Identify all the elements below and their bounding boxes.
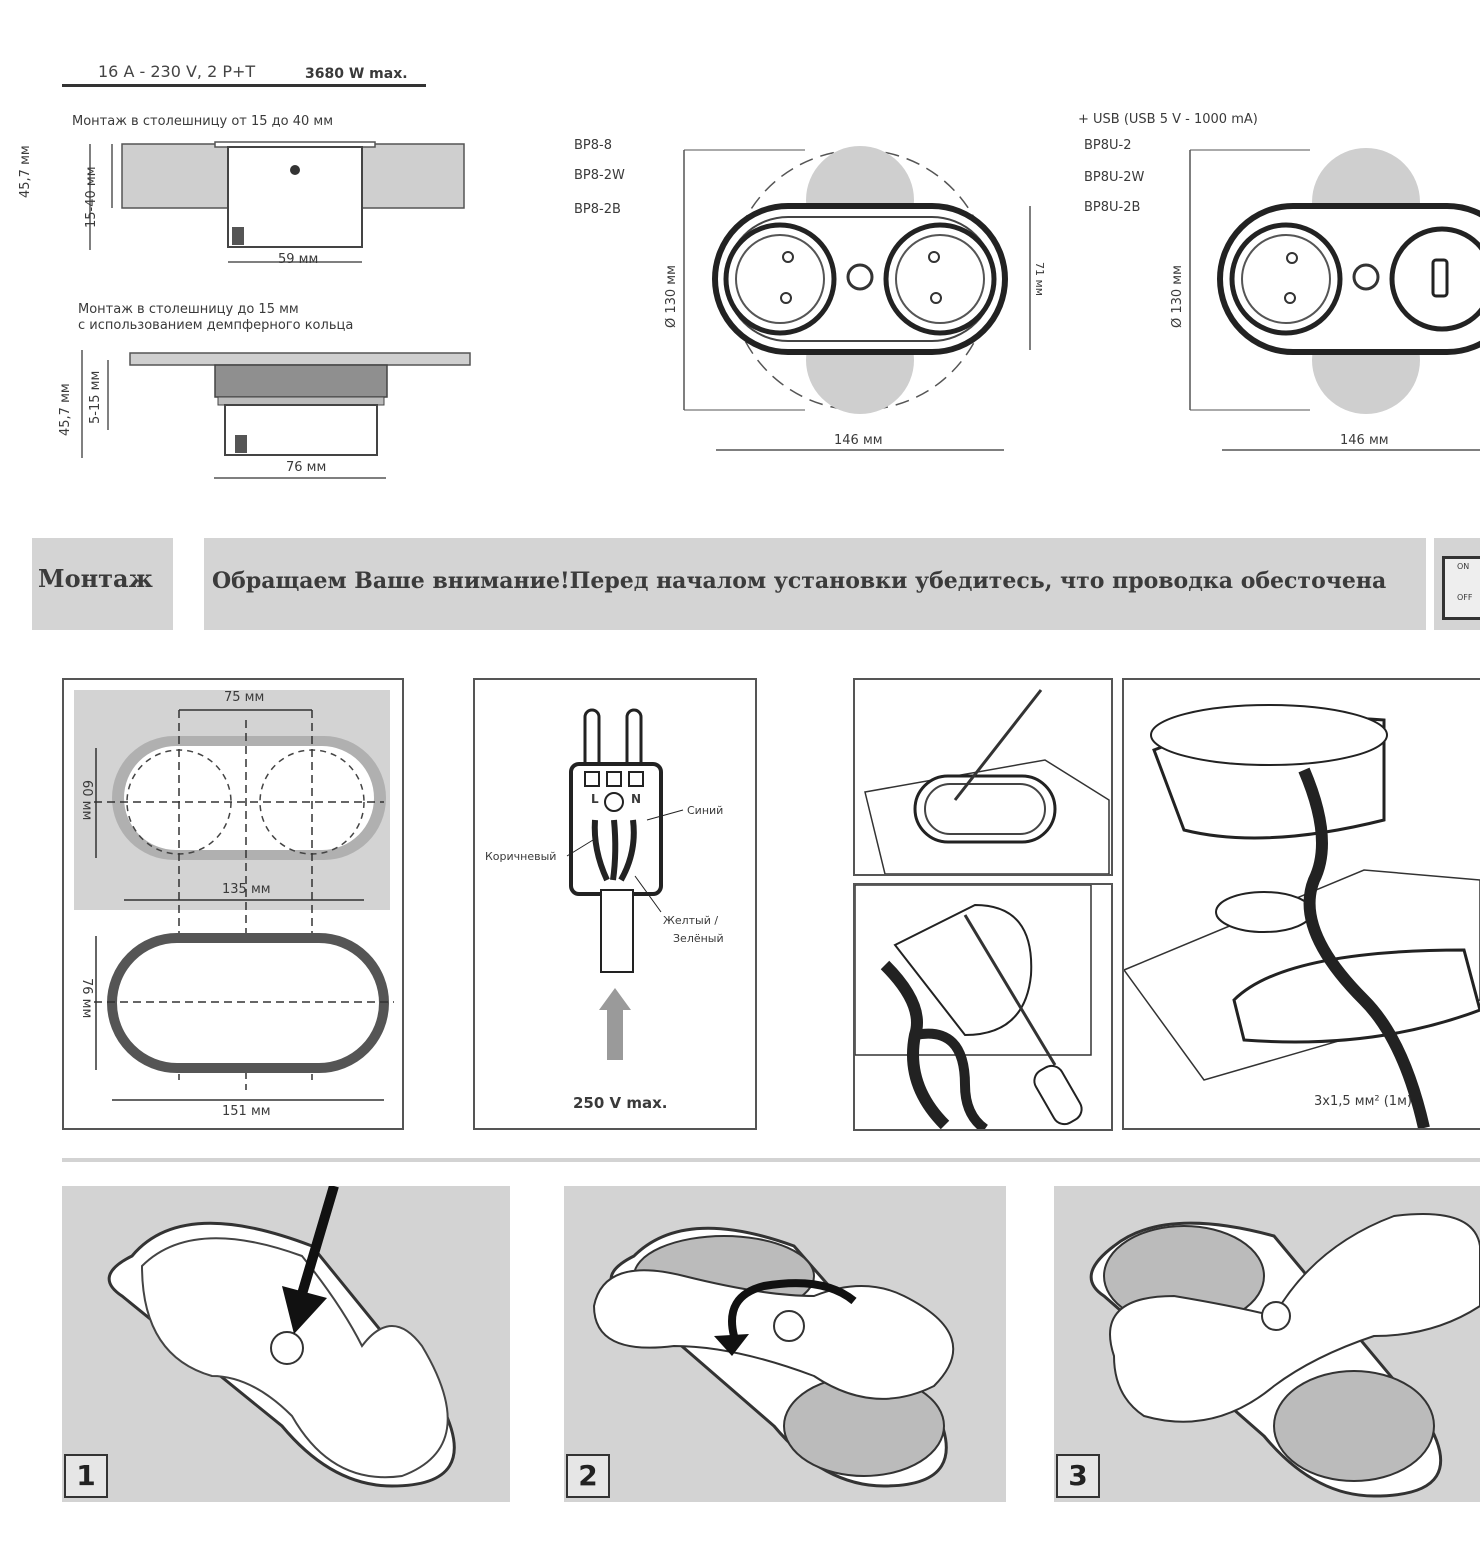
power-text: 3680 W max.: [305, 66, 408, 82]
divider: [62, 1158, 1480, 1162]
power-switch-icon: ON OFF: [1442, 556, 1480, 620]
step-number: 1: [64, 1454, 108, 1498]
model-code: BP8-2B: [574, 202, 621, 217]
switch-box: ON OFF: [1434, 538, 1480, 630]
dim-range-label: 15-40 мм: [84, 166, 99, 228]
install-top-drawing: [89, 141, 465, 263]
dim-total-label: 45,7 мм: [18, 145, 33, 198]
model-code: BP8U-2: [1084, 138, 1132, 153]
section-title: Монтаж: [38, 564, 153, 593]
cutout-dim-75: 75 мм: [224, 690, 265, 705]
installation-drawing: [1124, 704, 1480, 1128]
terminal-n: N: [631, 792, 642, 806]
cutout-panel: 75 мм 60 мм 135 мм 76 мм 151 мм: [62, 678, 404, 1130]
rating-text: 16 A - 230 V, 2 P+T: [98, 62, 256, 81]
step-number: 3: [1056, 1454, 1100, 1498]
switch-off-label: OFF: [1457, 593, 1473, 602]
step-1-panel: 1: [62, 1186, 510, 1502]
wire-blue-label: Синий: [687, 804, 724, 817]
cutout-dim-60: 60 мм: [79, 780, 94, 821]
mark-cutout-panel: [853, 678, 1113, 876]
terminal-l: L: [591, 792, 599, 806]
section-title-box: Монтаж: [32, 538, 173, 630]
step-1-drawing: [107, 1186, 456, 1488]
model-a-drawing: [683, 146, 1031, 451]
cutout-dim-151: 151 мм: [222, 1104, 271, 1119]
model-code: BP8U-2B: [1084, 200, 1141, 215]
model-code: BP8U-2W: [1084, 170, 1145, 185]
spec-underline: [62, 84, 426, 87]
install-bottom-drawing: [81, 350, 471, 479]
install-bottom-caption-2: с использованием демпферного кольца: [78, 318, 354, 333]
step-2-drawing: [592, 1226, 955, 1488]
wire-brown-label: Коричневый: [485, 850, 557, 863]
diameter-label: Ø 130 мм: [1170, 265, 1185, 328]
dim-total-label: 45,7 мм: [58, 383, 73, 436]
model-code: BP8-8: [574, 138, 612, 153]
screw-panel: [853, 883, 1113, 1131]
step-number: 2: [566, 1454, 610, 1498]
cutout-dim-135: 135 мм: [222, 882, 271, 897]
switch-on-label: ON: [1457, 562, 1470, 571]
cable-spec: 3x1,5 мм² (1м): [1314, 1094, 1412, 1109]
usb-note: + USB (USB 5 V - 1000 mA): [1078, 112, 1258, 127]
step-3-drawing: [1089, 1213, 1480, 1498]
voltage-label: 250 V max.: [573, 1094, 668, 1112]
model-code: BP8-2W: [574, 168, 625, 183]
model-b-drawing: [1189, 148, 1480, 451]
cutout-drawing: [74, 690, 394, 1101]
wire-yg-label-1: Желтый /: [663, 914, 719, 927]
cutout-dim-76: 76 мм: [79, 978, 94, 1019]
install-top-caption: Монтаж в столешницу от 15 до 40 мм: [72, 114, 334, 129]
screwdriver-drawing: [855, 885, 1092, 1129]
dim-width-label: 76 мм: [286, 460, 327, 475]
wire-yg-label-2: Зелёный: [673, 932, 724, 945]
install-bottom-caption-1: Монтаж в столешницу до 15 мм: [78, 302, 299, 317]
notice-text: Обращаем Ваше внимание!Перед началом уст…: [212, 568, 1387, 594]
step-3-panel: 3: [1054, 1186, 1480, 1502]
diameter-label: Ø 130 мм: [664, 265, 679, 328]
notice-box: Обращаем Ваше внимание!Перед началом уст…: [204, 538, 1426, 630]
marking-drawing: [864, 689, 1110, 874]
width-label: 146 мм: [834, 433, 883, 448]
installation-panel: 3x1,5 мм² (1м): [1122, 678, 1480, 1130]
dim-range-label: 5-15 мм: [88, 370, 103, 424]
wiring-drawing: [566, 708, 684, 1060]
wiring-panel: L N Синий Коричневый Желтый / Зелёный 25…: [473, 678, 757, 1130]
dim-width-label: 59 мм: [278, 252, 319, 267]
width-label: 146 мм: [1340, 433, 1389, 448]
height-label: 71 мм: [1033, 262, 1046, 297]
step-2-panel: 2: [564, 1186, 1006, 1502]
